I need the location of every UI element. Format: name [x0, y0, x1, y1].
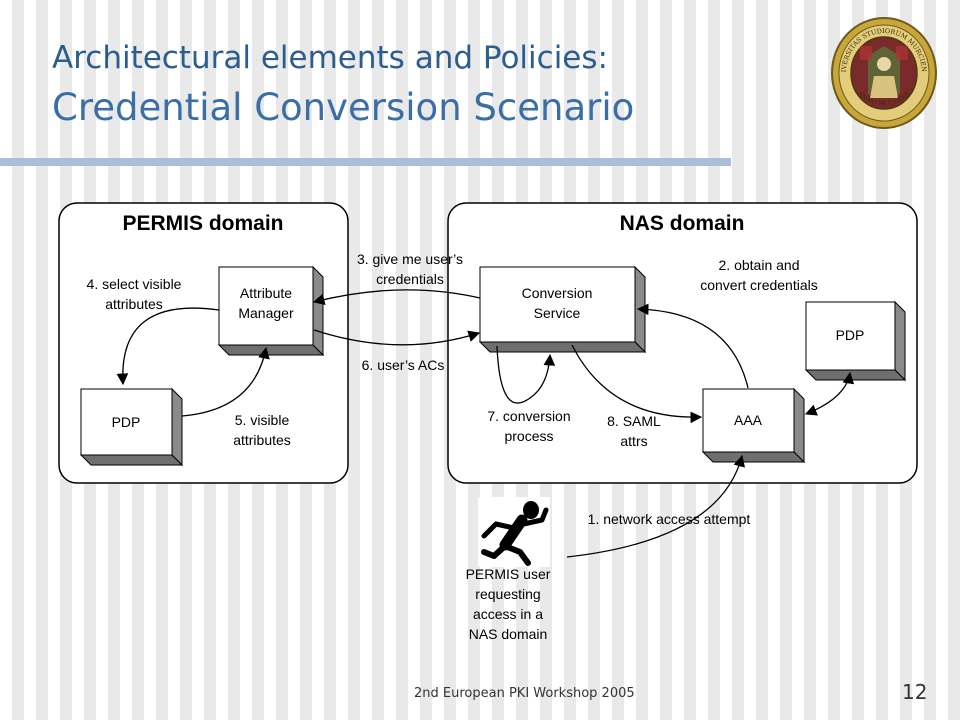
step-3-label-line2: credentials	[376, 271, 444, 287]
running-user-icon	[478, 497, 550, 567]
step-4-label-line2: attributes	[105, 296, 163, 312]
attribute-manager-node: Attribute Manager	[217, 265, 325, 357]
user-caption-line4: NAS domain	[469, 626, 548, 642]
permis-domain-label: PERMIS domain	[122, 212, 283, 235]
title-divider	[0, 158, 731, 166]
step-5-label-line2: attributes	[233, 432, 291, 448]
attribute-manager-label-line2: Manager	[238, 305, 294, 321]
nas-pdp-node: PDP	[804, 300, 907, 382]
page-number: 12	[902, 680, 928, 704]
aaa-label: AAA	[734, 412, 763, 428]
step-5-label-line1: 5. visible	[235, 412, 290, 428]
nas-pdp-label: PDP	[836, 327, 865, 343]
slide-title: Architectural elements and Policies:	[52, 40, 608, 76]
slide-subtitle: Credential Conversion Scenario	[52, 86, 635, 129]
footer-text: 2nd European PKI Workshop 2005	[414, 686, 635, 701]
nas-domain-label: NAS domain	[620, 212, 745, 235]
user-caption-line1: PERMIS user	[466, 566, 551, 582]
arrow-step-7	[496, 345, 556, 404]
step-7-label-line2: process	[504, 428, 553, 444]
conversion-service-label-line2: Service	[534, 305, 581, 321]
arrow-step-5	[181, 346, 270, 417]
conversion-service-node: Conversion Service	[478, 265, 647, 354]
arrow-step-8	[571, 344, 703, 424]
arrow-aaa-pdp	[804, 371, 855, 416]
step-6-label: 6. user’s ACs	[362, 357, 445, 373]
step-3-label-line1: 3. give me user’s	[357, 251, 463, 267]
attribute-manager-label-line1: Attribute	[240, 285, 292, 301]
step-7-label-line1: 7. conversion	[487, 408, 570, 424]
arrow-step-6	[313, 329, 481, 346]
permis-pdp-label: PDP	[112, 414, 141, 430]
arrow-step-4	[116, 307, 220, 386]
arrow-step-3	[312, 289, 481, 306]
step-8-label-line1: 8. SAML	[607, 413, 661, 429]
step-1-label: 1. network access attempt	[588, 511, 751, 527]
step-2-label-line2: convert credentials	[700, 277, 818, 293]
step-4-label-line1: 4. select visible	[87, 276, 182, 292]
conversion-service-label-line1: Conversion	[522, 285, 593, 301]
step-8-label-line2: attrs	[620, 433, 647, 449]
arrow-step-2	[636, 303, 749, 389]
step-2-label-line1: 2. obtain and	[719, 257, 800, 273]
arrow-step-1	[566, 454, 745, 558]
university-seal-logo: UNIVERSITAS STUDIORUM MURCIENSIS ANNO MC…	[830, 16, 937, 129]
user-caption-line2: requesting	[475, 586, 540, 602]
permis-pdp-node: PDP	[79, 387, 184, 467]
user-caption-line3: access in a	[473, 606, 543, 622]
aaa-node: AAA	[701, 387, 806, 464]
